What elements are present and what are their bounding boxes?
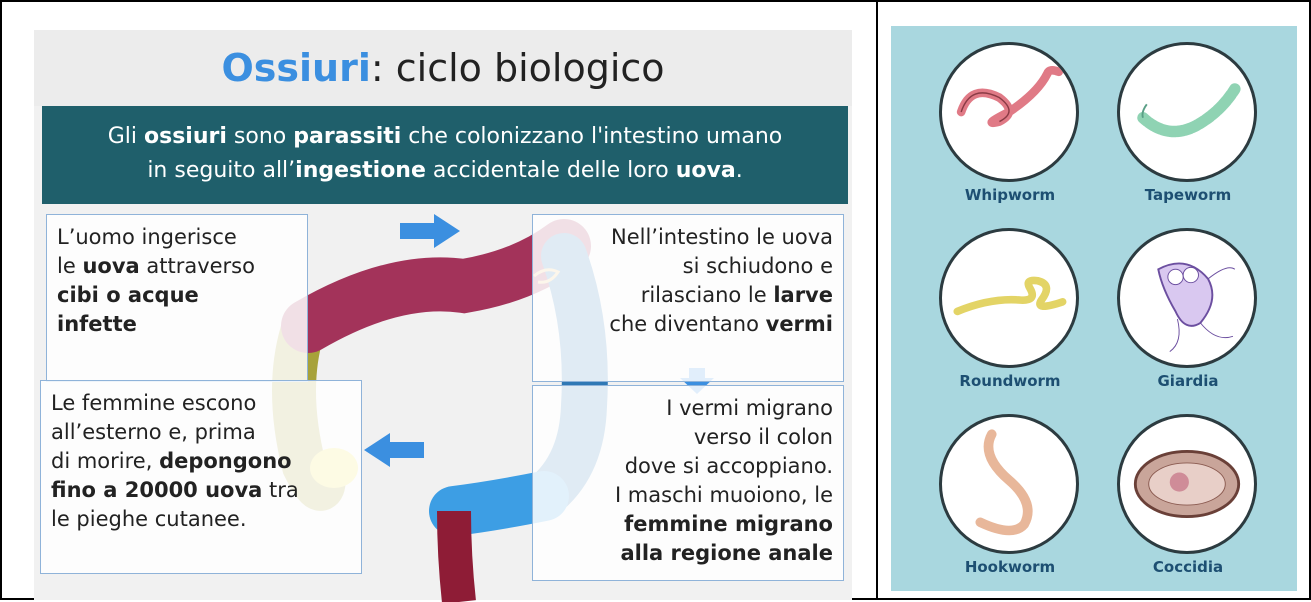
parasite-card-whipworm: Whipworm [935, 38, 1085, 208]
parasite-types-panel: Whipworm Tapeworm Roundworm Giardia Hook… [891, 26, 1297, 591]
step-text: le pieghe cutanee. [51, 507, 247, 531]
step-bold: infette [57, 312, 137, 336]
whipworm-icon [939, 42, 1079, 182]
step-text: L’uomo ingerisce [57, 225, 237, 249]
banner-text: . [735, 158, 743, 183]
step-text: rilasciano le [640, 283, 774, 307]
title-rest: : ciclo biologico [370, 46, 665, 90]
banner-text: Gli [107, 124, 144, 149]
hookworm-icon [939, 414, 1079, 554]
banner-bold: uova [675, 158, 736, 183]
banner-text: che colonizzano l'intestino umano [401, 124, 783, 149]
step-hatching: Nell’intestino le uova si schiudono e ri… [532, 214, 844, 382]
banner-text: sono [226, 124, 294, 149]
parasite-card-hookworm: Hookworm [935, 410, 1085, 580]
step-bold: larve [773, 283, 833, 307]
roundworm-icon [939, 228, 1079, 368]
step-text: tra [262, 478, 299, 502]
step-text: si schiudono e [682, 254, 833, 278]
parasite-label: Coccidia [1152, 558, 1224, 576]
step-text: Nell’intestino le uova [611, 225, 833, 249]
step-text: I maschi muoiono, le [614, 483, 833, 507]
panel-divider [876, 0, 878, 600]
step-bold: alla regione anale [620, 541, 833, 565]
step-text: I vermi migrano [666, 396, 833, 420]
step-text: che diventano [609, 312, 766, 336]
parasite-card-giardia: Giardia [1113, 224, 1263, 394]
banner-text: accidentale delle loro [425, 158, 676, 183]
giardia-icon [1117, 228, 1257, 368]
coccidia-icon [1117, 414, 1257, 554]
step-bold: vermi [765, 312, 833, 336]
step-text: attraverso [139, 254, 255, 278]
step-text: verso il colon [693, 425, 833, 449]
parasite-card-tapeworm: Tapeworm [1113, 38, 1263, 208]
intro-banner: Gli ossiuri sono parassiti che colonizza… [42, 106, 848, 204]
page-title: Ossiuri: ciclo biologico [34, 30, 852, 106]
step-laying: Le femmine escono all’esterno e, prima d… [40, 380, 362, 574]
parasite-card-roundworm: Roundworm [935, 224, 1085, 394]
arrow-left-icon [364, 433, 424, 467]
step-text: le uova attraverso [57, 252, 297, 281]
banner-line-1: Gli ossiuri sono parassiti che colonizza… [42, 120, 848, 154]
parasite-label: Hookworm [964, 558, 1056, 576]
parasite-card-coccidia: Coccidia [1113, 410, 1263, 580]
parasite-label: Giardia [1157, 372, 1219, 390]
step-text: le [57, 254, 83, 278]
parasite-label: Tapeworm [1144, 186, 1232, 204]
step-bold: depongono [159, 449, 292, 473]
banner-line-2: in seguito all’ingestione accidentale de… [42, 154, 848, 188]
step-migration: I vermi migrano verso il colon dove si a… [532, 385, 844, 581]
step-text: dove si accoppiano. [624, 454, 833, 478]
step-text: di morire, [51, 449, 160, 473]
step-text: all’esterno e, prima [51, 420, 256, 444]
pinworm-lifecycle-panel: Ossiuri: ciclo biologico Gli ossiuri son… [34, 30, 852, 602]
parasite-label: Whipworm [964, 186, 1056, 204]
banner-text: in seguito all’ [147, 158, 296, 183]
step-bold: uova [82, 254, 140, 278]
step-bold: femmine migrano [624, 512, 833, 536]
parasite-label: Roundworm [959, 372, 1061, 390]
banner-bold: ingestione [295, 158, 426, 183]
arrow-right-icon [400, 214, 460, 248]
step-text: Le femmine escono [51, 391, 257, 415]
step-bold: cibi o acque [57, 283, 199, 307]
title-highlight: Ossiuri [221, 46, 371, 90]
step-bold: fino a 20000 uova [51, 478, 263, 502]
banner-bold: ossiuri [144, 124, 227, 149]
tapeworm-icon [1117, 42, 1257, 182]
banner-bold: parassiti [293, 124, 402, 149]
step-ingestion: L’uomo ingerisce le uova attraverso cibi… [46, 214, 308, 382]
